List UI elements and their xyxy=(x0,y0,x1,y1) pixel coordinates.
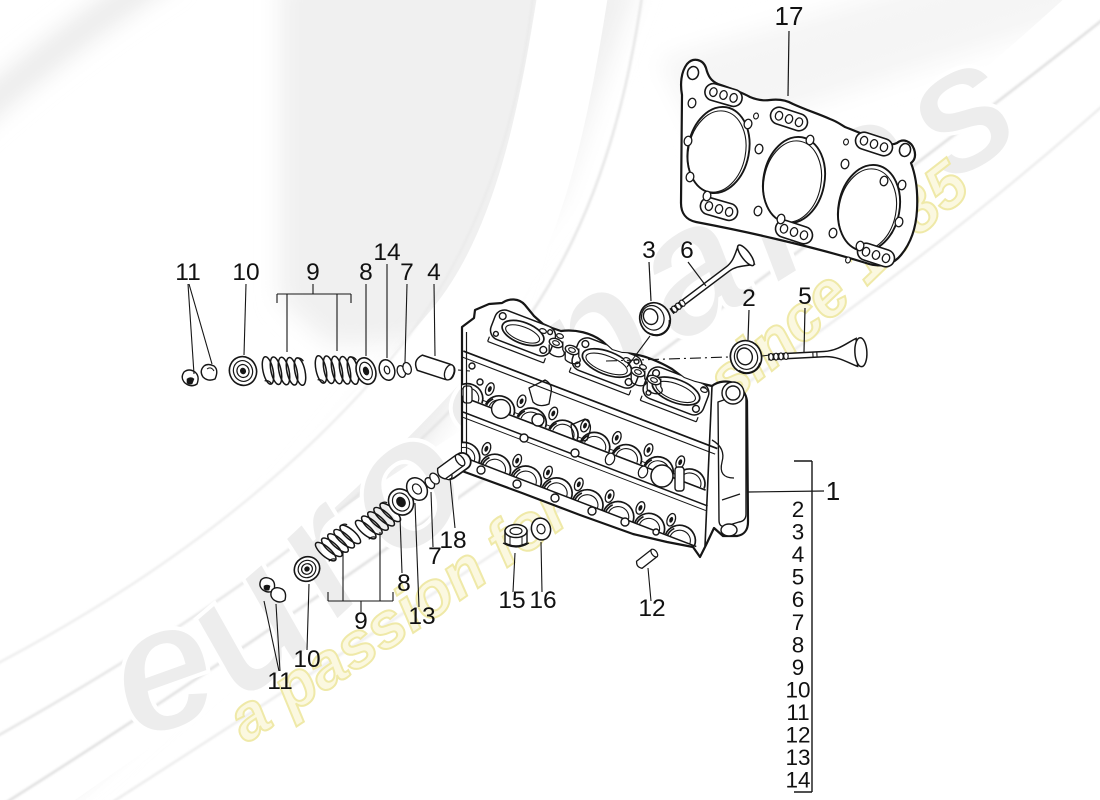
svg-text:8: 8 xyxy=(397,570,411,597)
svg-text:9: 9 xyxy=(354,608,368,635)
svg-text:12: 12 xyxy=(638,595,665,622)
svg-text:8: 8 xyxy=(359,259,373,286)
svg-text:11: 11 xyxy=(175,259,200,286)
svg-text:6: 6 xyxy=(792,587,805,612)
svg-text:10: 10 xyxy=(232,259,259,286)
svg-text:16: 16 xyxy=(529,587,556,614)
svg-text:9: 9 xyxy=(792,655,805,680)
svg-text:7: 7 xyxy=(428,543,442,570)
svg-text:18: 18 xyxy=(439,527,466,554)
svg-text:11: 11 xyxy=(786,700,809,725)
svg-text:14: 14 xyxy=(373,239,400,266)
svg-text:17: 17 xyxy=(775,1,804,31)
svg-text:9: 9 xyxy=(306,259,320,286)
svg-text:2: 2 xyxy=(742,285,756,312)
svg-text:5: 5 xyxy=(792,565,805,590)
svg-text:6: 6 xyxy=(680,237,694,264)
svg-text:2: 2 xyxy=(792,497,805,522)
svg-text:7: 7 xyxy=(792,610,805,635)
svg-text:11: 11 xyxy=(267,668,292,695)
svg-text:8: 8 xyxy=(792,632,805,657)
svg-text:12: 12 xyxy=(785,723,810,748)
svg-text:3: 3 xyxy=(792,520,805,545)
svg-text:15: 15 xyxy=(498,587,525,614)
svg-text:14: 14 xyxy=(785,768,810,793)
svg-text:10: 10 xyxy=(293,646,320,673)
svg-text:13: 13 xyxy=(408,603,435,630)
svg-text:7: 7 xyxy=(400,259,414,286)
svg-text:4: 4 xyxy=(792,542,805,567)
svg-text:10: 10 xyxy=(785,677,810,702)
svg-text:5: 5 xyxy=(798,283,812,310)
svg-text:4: 4 xyxy=(427,259,441,286)
svg-text:13: 13 xyxy=(785,745,810,770)
svg-text:3: 3 xyxy=(642,237,656,264)
svg-text:1: 1 xyxy=(826,476,840,506)
